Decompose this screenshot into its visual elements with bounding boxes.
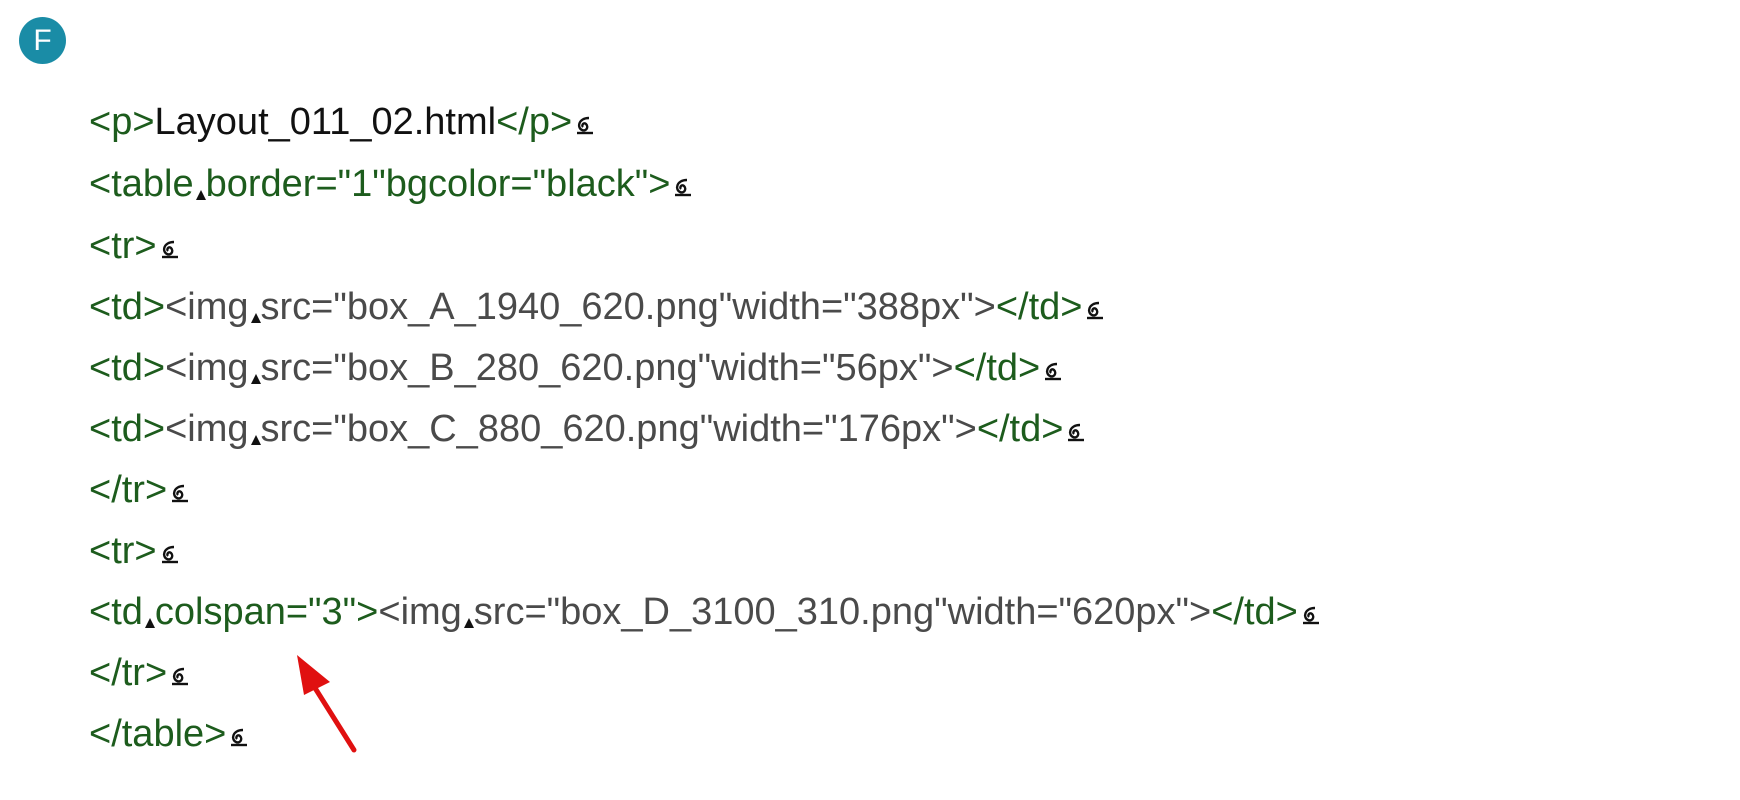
td-open-tag: <td> [89, 347, 166, 389]
code-line-3: <tr> [89, 224, 183, 268]
img-tag: <img [165, 408, 249, 450]
td-close-tag: </td> [995, 286, 1083, 328]
img-tag: <img [378, 591, 462, 633]
code-line-2: <table border="1"bgcolor="black"> [89, 162, 696, 206]
code-line-7: </tr> [89, 468, 193, 512]
space-marker-icon [249, 346, 261, 390]
td-open-tag: <td [89, 591, 143, 633]
table-close-tag: </table> [89, 713, 227, 755]
img-attributes: src="box_D_3100_310.png"width="620px"> [473, 591, 1212, 633]
img-attributes: src="box_C_880_620.png"width="176px"> [260, 408, 977, 450]
line-end-return-icon [670, 162, 696, 206]
code-line-10: </tr> [89, 651, 193, 695]
red-arrow-icon [297, 655, 357, 753]
line-end-return-icon [1298, 590, 1324, 634]
line-end-return-icon [1063, 407, 1089, 451]
code-line-9: <td colspan="3"><img src="box_D_3100_310.p… [89, 590, 1324, 634]
td-close-tag: </td> [953, 347, 1041, 389]
line-end-return-icon [167, 651, 193, 695]
line-end-return-icon [167, 468, 193, 512]
line-end-return-icon [572, 100, 598, 144]
file-name-text: Layout_011_02.html [154, 101, 497, 143]
td-close-tag: </td> [1211, 591, 1298, 633]
tr-open-tag: <tr> [89, 530, 157, 572]
space-marker-icon [249, 407, 261, 451]
space-marker-icon [462, 590, 474, 634]
line-end-return-icon [1040, 346, 1066, 390]
line-end-return-icon [1082, 285, 1108, 329]
code-line-6: <td><img src="box_C_880_620.png"width="17… [89, 407, 1089, 451]
table-open-tag: <table [89, 163, 194, 205]
code-line-1: <p>Layout_011_02.html</p> [89, 100, 598, 144]
tr-close-tag: </tr> [89, 469, 168, 511]
code-line-11: </table> [89, 712, 252, 756]
p-open-tag: <p> [89, 101, 155, 143]
line-end-return-icon [157, 224, 183, 268]
td-close-tag: </td> [976, 408, 1064, 450]
space-marker-icon [194, 162, 206, 206]
img-tag: <img [165, 347, 249, 389]
section-badge: F [19, 17, 66, 64]
line-end-return-icon [157, 529, 183, 573]
code-line-5: <td><img src="box_B_280_620.png"width="56… [89, 346, 1066, 390]
code-line-4: <td><img src="box_A_1940_620.png"width="3… [89, 285, 1108, 329]
table-attributes: border="1"bgcolor="black"> [205, 163, 671, 205]
img-attributes: src="box_B_280_620.png"width="56px"> [260, 347, 954, 389]
tr-close-tag: </tr> [89, 652, 168, 694]
td-open-tag: <td> [89, 408, 166, 450]
line-end-return-icon [226, 712, 252, 756]
td-open-tag: <td> [89, 286, 166, 328]
space-marker-icon [143, 590, 155, 634]
space-marker-icon [249, 285, 261, 329]
colspan-attribute: colspan="3"> [154, 591, 379, 633]
code-line-8: <tr> [89, 529, 183, 573]
img-tag: <img [165, 286, 249, 328]
img-attributes: src="box_A_1940_620.png"width="388px"> [260, 286, 996, 328]
p-close-tag: </p> [496, 101, 573, 143]
tr-open-tag: <tr> [89, 225, 157, 267]
